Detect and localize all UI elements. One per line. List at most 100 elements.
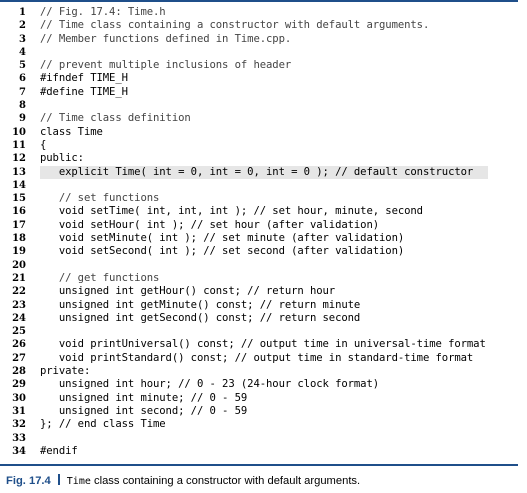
line-number: 24 [12, 312, 26, 324]
code-line: 24 unsigned int getSecond() const; // re… [0, 312, 518, 325]
line-number: 13 [12, 166, 26, 178]
code-text: private: [40, 365, 91, 378]
line-number: 28 [12, 366, 26, 378]
code-line: 26 void printUniversal() const; // outpu… [0, 338, 518, 351]
code-line: 6 #ifndef TIME_H [0, 72, 518, 85]
code-text: void printUniversal() const; // output t… [40, 338, 486, 351]
line-number: 15 [12, 193, 26, 205]
line-number: 19 [12, 246, 26, 258]
code-line: 8 [0, 99, 518, 112]
line-number: 26 [12, 339, 26, 351]
code-line: 13 explicit Time( int = 0, int = 0, int … [0, 165, 518, 179]
code-text: // Fig. 17.4: Time.h [40, 6, 166, 18]
code-text: // set functions [40, 192, 160, 205]
caption-class-name: Time [66, 476, 91, 487]
line-number: 16 [12, 206, 26, 218]
code-text: unsigned int getMinute() const; // retur… [40, 298, 361, 311]
line-number: 22 [12, 286, 26, 298]
code-text: unsigned int minute; // 0 - 59 [40, 391, 248, 404]
code-text: #endif [40, 444, 78, 457]
line-number: 3 [19, 33, 26, 45]
line-number: 8 [19, 100, 26, 112]
code-line: 34 #endif [0, 445, 518, 458]
figure-label: Fig. 17.4 [6, 475, 51, 487]
code-text: void setMinute( int ); // set minute (af… [40, 232, 405, 245]
caption-separator [57, 474, 60, 485]
code-line: 1 // Fig. 17.4: Time.h [0, 6, 518, 19]
code-line: 33 [0, 432, 518, 445]
code-line: 4 [0, 46, 518, 59]
line-number: 17 [12, 219, 26, 231]
line-number: 12 [12, 153, 26, 165]
code-line: 11 { [0, 139, 518, 152]
code-text: #define TIME_H [40, 85, 128, 98]
line-number: 18 [12, 233, 26, 245]
code-line: 31 unsigned int second; // 0 - 59 [0, 405, 518, 418]
code-text: void setTime( int, int, int ); // set ho… [40, 205, 423, 218]
code-line: 20 [0, 259, 518, 272]
code-line: 10 class Time [0, 126, 518, 139]
code-text: void setHour( int ); // set hour (after … [40, 218, 380, 231]
code-text: unsigned int getHour() const; // return … [40, 285, 336, 298]
code-text: public: [40, 152, 84, 165]
line-number: 30 [12, 392, 26, 404]
code-text: unsigned int second; // 0 - 59 [40, 404, 248, 417]
line-number: 2 [19, 20, 26, 32]
code-text: }; // end class Time [40, 418, 166, 431]
code-line: 5 // prevent multiple inclusions of heade… [0, 59, 518, 72]
line-number: 21 [12, 272, 26, 284]
code-text: unsigned int getSecond() const; // retur… [40, 311, 361, 324]
code-line: 16 void setTime( int, int, int ); // set… [0, 205, 518, 218]
line-number: 34 [12, 445, 26, 457]
line-number: 27 [12, 352, 26, 364]
code-line: 32 }; // end class Time [0, 418, 518, 431]
code-text: #ifndef TIME_H [40, 72, 128, 85]
caption-text: class containing a constructor with defa… [90, 475, 361, 487]
code-text: class Time [40, 125, 103, 138]
code-text: unsigned int hour; // 0 - 23 (24-hour cl… [40, 378, 380, 391]
code-line: 14 [0, 179, 518, 192]
line-number: 32 [12, 419, 26, 431]
line-number: 4 [19, 46, 26, 58]
code-listing: 1 // Fig. 17.4: Time.h 2 // Time class cont… [0, 0, 518, 466]
code-line: 12 public: [0, 152, 518, 165]
code-text: // Member functions defined in Time.cpp. [40, 32, 292, 45]
code-line: 23 unsigned int getMinute() const; // re… [0, 299, 518, 312]
line-number: 29 [12, 379, 26, 391]
line-number: 9 [19, 113, 26, 125]
code-text: explicit Time( int = 0, int = 0, int = 0… [40, 165, 474, 178]
code-text: // Time class definition [40, 112, 191, 125]
code-line: 29 unsigned int hour; // 0 - 23 (24-hour… [0, 378, 518, 391]
line-number: 7 [19, 86, 26, 98]
code-text: void setSecond( int ); // set second (af… [40, 245, 405, 258]
figure-caption: Fig. 17.4 Time class containing a constru… [6, 474, 360, 487]
line-number: 5 [19, 60, 26, 72]
code-line: 7 #define TIME_H [0, 86, 518, 99]
code-line: 30 unsigned int minute; // 0 - 59 [0, 392, 518, 405]
highlight-band [40, 165, 488, 179]
code-text: // get functions [40, 271, 160, 284]
code-lines-container: 1 // Fig. 17.4: Time.h 2 // Time class cont… [0, 6, 518, 458]
code-text: { [40, 138, 47, 151]
line-number: 6 [19, 73, 26, 85]
code-line: 18 void setMinute( int ); // set minute … [0, 232, 518, 245]
code-line: 25 [0, 325, 518, 338]
code-line: 22 unsigned int getHour() const; // retu… [0, 285, 518, 298]
code-line: 21 // get functions [0, 272, 518, 285]
line-number: 23 [12, 299, 26, 311]
code-line: 15 // set functions [0, 192, 518, 205]
line-number: 11 [12, 139, 26, 151]
code-text: // prevent multiple inclusions of header [40, 59, 292, 72]
code-line: 19 void setSecond( int ); // set second … [0, 245, 518, 258]
line-number: 31 [12, 405, 26, 417]
code-line: 17 void setHour( int ); // set hour (aft… [0, 219, 518, 232]
line-number: 1 [19, 7, 26, 18]
line-number: 10 [12, 126, 26, 138]
code-line: 9 // Time class definition [0, 112, 518, 125]
code-line: 27 void printStandard() const; // output… [0, 352, 518, 365]
line-number: 25 [12, 326, 26, 338]
line-number: 33 [12, 432, 26, 444]
code-text: // Time class containing a constructor w… [40, 19, 430, 32]
code-text: void printStandard() const; // output ti… [40, 351, 474, 364]
code-line: 28 private: [0, 365, 518, 378]
